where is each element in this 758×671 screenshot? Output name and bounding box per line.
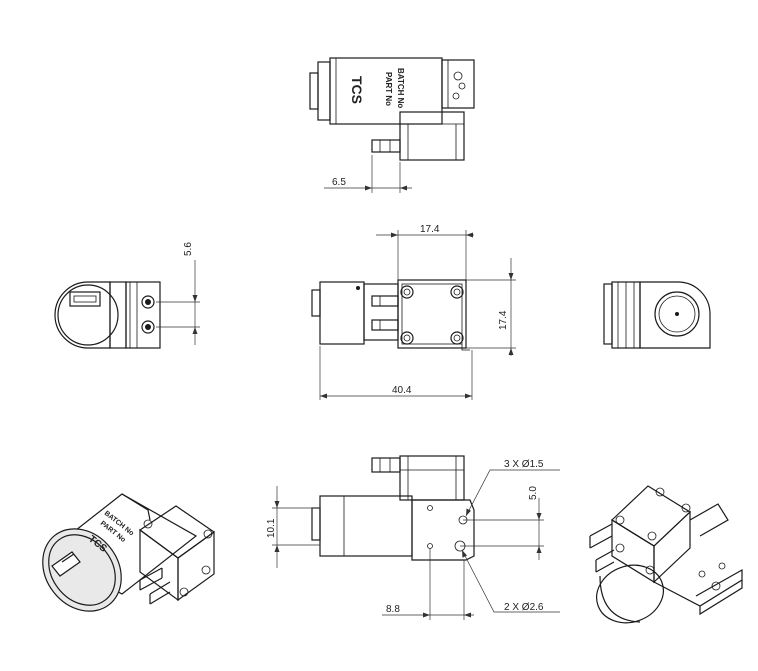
iso-view-left: BATCH No PART No TCS	[42, 493, 216, 612]
right-view	[603, 281, 711, 349]
iso-view-right	[589, 485, 743, 624]
left-view: 5.6	[54, 242, 200, 349]
front-view: 17.4 17.4 40.4	[311, 224, 516, 400]
dim-40-4: 40.4	[392, 385, 412, 396]
callout-2x-d2-6: 2 X Ø2.6	[504, 602, 544, 613]
dim-17-4-width: 17.4	[420, 224, 440, 235]
dim-17-4-height: 17.4	[498, 310, 509, 330]
dim-5-0: 5.0	[528, 486, 539, 500]
dim-10-1: 10.1	[266, 518, 277, 538]
dim-6-5: 6.5	[332, 177, 346, 188]
tcs-logo: TCS	[349, 76, 365, 104]
dim-5-6: 5.6	[183, 242, 194, 256]
part-no-label: PART No	[384, 72, 393, 106]
bottom-view: 10.1 5.0 8.8 3 X Ø1.5 2 X Ø2.6	[266, 455, 560, 620]
top-view: BATCH No PART No TCS 6.5	[309, 57, 475, 193]
batch-no-label: BATCH No	[396, 68, 405, 108]
callout-3x-d1-5: 3 X Ø1.5	[504, 459, 544, 470]
dim-8-8: 8.8	[386, 604, 400, 615]
